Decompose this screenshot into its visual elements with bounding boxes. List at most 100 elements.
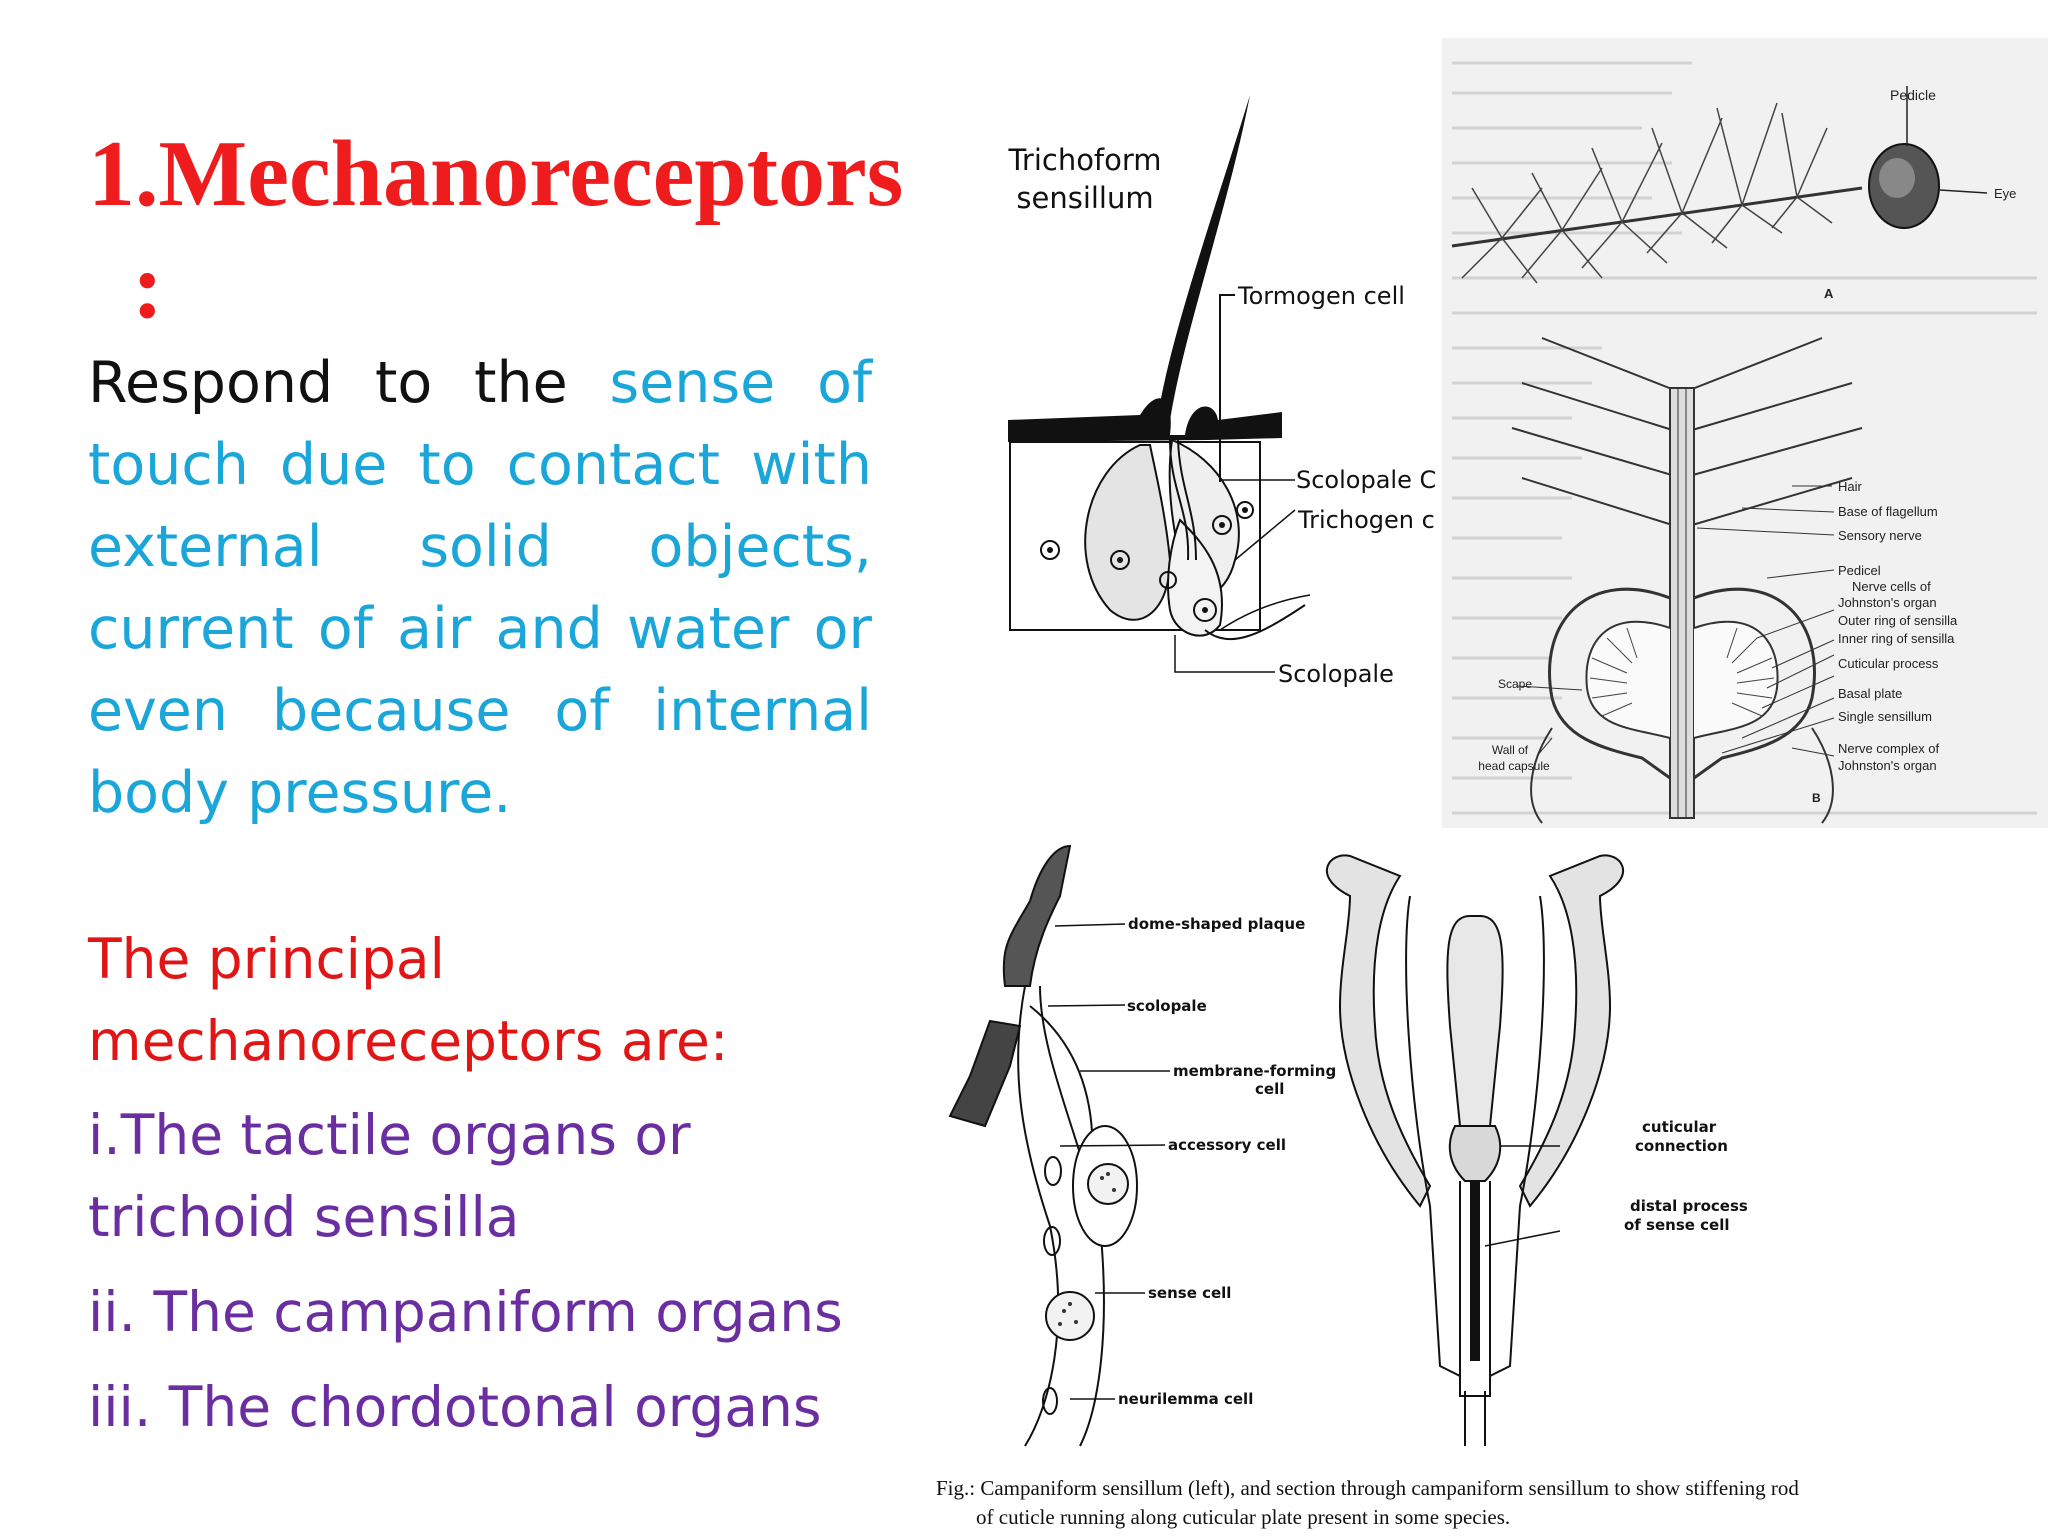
slide-title: 1.Mechanoreceptors : — [88, 118, 903, 342]
label-membrane-1: membrane-forming — [1173, 1062, 1336, 1080]
leader-line — [1939, 189, 1988, 194]
label-tormogen: Tormogen cell — [1237, 282, 1405, 310]
cuticle-socket — [948, 1019, 1022, 1128]
label-nerve-complex-1: Nerve complex of — [1838, 741, 1940, 756]
small-nucleus — [1043, 1226, 1061, 1256]
antenna-shaft — [1451, 186, 1863, 248]
nucleus — [1117, 557, 1123, 563]
label-scolopale: scolopale — [1127, 997, 1207, 1015]
leader-line — [1234, 509, 1296, 561]
label-cuticular-process: Cuticular process — [1838, 656, 1939, 671]
label-trichoform: Trichoform — [1007, 143, 1161, 177]
flagellum-stem — [1669, 387, 1695, 819]
label-dome: dome-shaped plaque — [1128, 915, 1305, 933]
nucleus — [1236, 501, 1254, 519]
cuticle-right — [1518, 854, 1625, 1208]
intro-paragraph: Respond to the sense of touch due to con… — [88, 342, 872, 834]
campaniform-sensillum-diagram: dome-shaped plaque scolopale membrane-fo… — [948, 844, 1748, 1447]
principal-heading: The principal mechanoreceptors are: — [88, 927, 729, 1073]
dome-shaped-plaque — [1002, 844, 1072, 987]
leader-line — [1484, 1230, 1561, 1247]
nucleus — [1110, 550, 1130, 570]
caption-line-2: of cuticle running along cuticular plate… — [976, 1505, 1511, 1529]
label-nerve-cells-1: Nerve cells of — [1852, 579, 1931, 594]
cuticle-left — [1325, 854, 1432, 1208]
johnston-cells-right — [1693, 620, 1779, 739]
label-wall-1: Wall of — [1492, 743, 1529, 757]
label-scolopale-c: Scolopale C — [1296, 466, 1436, 494]
sensilla-rays — [1589, 627, 1775, 717]
small-nucleus — [1042, 1387, 1058, 1415]
list-item: i.The tactile organs or trichoid sensill… — [88, 1103, 691, 1249]
label-single-sensillum: Single sensillum — [1838, 709, 1932, 724]
label-pedicle: Pedicle — [1890, 87, 1936, 103]
distal-process-outline — [1459, 1181, 1491, 1397]
figure-caption: Fig.: Campaniform sensillum (left), and … — [936, 1474, 2036, 1532]
nucleus — [1047, 547, 1053, 553]
title-text: 1.Mechanoreceptors — [88, 122, 904, 226]
cuticle-layer — [1008, 398, 1282, 442]
leader-line — [1536, 737, 1553, 757]
eye-highlight — [1879, 158, 1915, 198]
label-neurilemma: neurilemma cell — [1118, 1390, 1253, 1408]
nucleus — [1193, 598, 1217, 622]
nucleus — [1242, 507, 1248, 513]
dendrite-line — [1177, 439, 1197, 561]
scape-wall-left — [1530, 727, 1553, 824]
intro-highlight-text: sense of touch due to contact with exter… — [88, 350, 873, 826]
label-distal-2: of sense cell — [1624, 1216, 1730, 1234]
scape-wall-right — [1811, 727, 1834, 824]
antenna-johnston-organ-diagram: Pedicle Eye A Hair Base of flagellum Sen… — [1442, 38, 2048, 828]
sense-cell-nucleus — [1045, 1291, 1095, 1341]
neurilemma-outline — [1017, 985, 1060, 1447]
label-basal-plate: Basal plate — [1838, 686, 1902, 701]
accessory-nucleus — [1087, 1163, 1129, 1205]
label-accessory: accessory cell — [1168, 1136, 1286, 1154]
tormogen-cell — [1084, 444, 1172, 621]
caption-line-1: Fig.: Campaniform sensillum (left), and … — [936, 1476, 1799, 1500]
label-cuticular-1: cuticular — [1642, 1118, 1717, 1136]
label-distal-1: distal process — [1630, 1197, 1748, 1215]
nucleus-stipple — [1058, 1172, 1116, 1326]
nucleus — [1202, 607, 1208, 613]
label-nerve-complex-2: Johnston's organ — [1838, 758, 1937, 773]
dendrite-line — [1169, 439, 1190, 561]
label-sensory-nerve: Sensory nerve — [1838, 528, 1922, 543]
label-eye: Eye — [1994, 186, 2016, 201]
label-trichogen: Trichogen c — [1297, 506, 1435, 534]
title-colon: : — [132, 234, 164, 338]
list-item: ii. The campaniform organs — [88, 1280, 843, 1344]
faint-text-lines — [1452, 61, 2037, 815]
wall-inner-right — [1489, 895, 1545, 1377]
antenna-whorls — [1461, 102, 1833, 284]
label-nerve-cells-2: Johnston's organ — [1838, 595, 1937, 610]
axon-line — [1219, 594, 1311, 631]
nucleus — [1159, 571, 1177, 589]
list-item: iii. The chordotonal organs — [88, 1375, 822, 1439]
leader-line — [1219, 294, 1235, 482]
label-base-flagellum: Base of flagellum — [1838, 504, 1938, 519]
wall-inner-left — [1405, 895, 1461, 1377]
label-sense-cell: sense cell — [1148, 1284, 1231, 1302]
cuticular-connection — [1448, 1125, 1502, 1182]
hair-shape — [1155, 95, 1250, 435]
label-leader-lines — [1696, 485, 1835, 757]
leader-line — [1174, 635, 1275, 673]
trichoform-sensillum-diagram: Trichoform sensillum Tormogen cell Scolo… — [1007, 95, 1436, 688]
label-a: A — [1824, 286, 1834, 301]
stiffening-rod — [1470, 1181, 1480, 1361]
pedicel-right — [1693, 587, 1816, 780]
label-cuticular-2: connection — [1635, 1137, 1728, 1155]
axon-line — [1204, 604, 1306, 640]
label-sensillum: sensillum — [1016, 181, 1153, 215]
label-inner-ring: Inner ring of sensilla — [1838, 631, 1955, 646]
campaniform-leader-lines — [1047, 923, 1170, 1400]
label-membrane-2: cell — [1255, 1080, 1284, 1098]
label-scape: Scape — [1498, 677, 1532, 691]
nucleus — [1040, 540, 1060, 560]
johnston-cells-left — [1585, 620, 1671, 739]
mechanoreceptor-list: i.The tactile organs or trichoid sensill… — [88, 1094, 888, 1461]
label-scolopale: Scolopale — [1278, 660, 1394, 688]
label-hair: Hair — [1838, 479, 1863, 494]
cuticular-plate — [1446, 915, 1504, 1127]
